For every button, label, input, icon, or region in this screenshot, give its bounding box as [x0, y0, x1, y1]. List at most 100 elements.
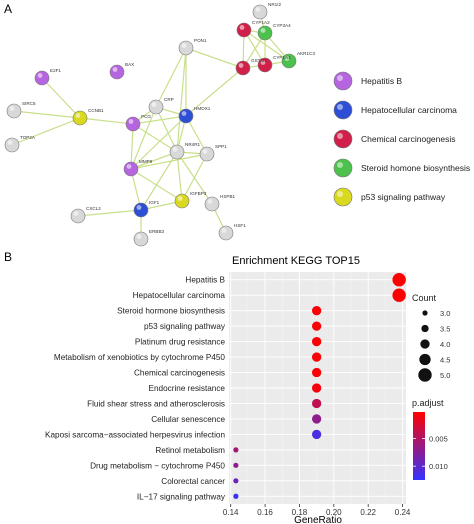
node-highlight — [75, 113, 81, 118]
point-hepatitis-b — [392, 273, 406, 287]
node-highlight — [128, 119, 134, 124]
node-highlight — [151, 102, 157, 107]
legend-swatch — [333, 158, 353, 178]
node-label: BAX — [125, 62, 134, 67]
node-circle — [4, 137, 20, 153]
x-tick-label: 0.24 — [395, 508, 411, 517]
color-legend-label: 0.005 — [429, 435, 448, 444]
legend-swatch-highlight — [337, 104, 343, 110]
y-tick-label: Retinol metabolism — [155, 446, 225, 455]
node-sirc5: SIRC5 — [6, 101, 36, 119]
edge-cyp1a2-akr1c3 — [243, 29, 290, 62]
node-gstm1: GSTM1 — [235, 58, 267, 76]
edge-nr4r1-mmp9 — [130, 151, 178, 170]
y-tick-label: Hepatitis B — [185, 276, 225, 285]
point-kaposi-sarcoma-associated-herpesvirus-infection — [311, 429, 322, 440]
size-legend-label: 3.0 — [440, 309, 450, 318]
y-tick-label: Endocrine resistance — [149, 384, 226, 393]
node-hmox1: HMOX1 — [178, 106, 211, 124]
y-tick-label: Steroid hormone biosynthesis — [117, 307, 225, 316]
point-platinum-drug-resistance — [311, 336, 322, 347]
panel-label-b: B — [4, 250, 12, 264]
node-nr4r1: NR4R1 — [169, 142, 201, 160]
node-label: HSF1 — [234, 223, 246, 228]
point-metabolism-of-xenobiotics-by-cytochrome-p450 — [311, 352, 322, 362]
node-label: MMP9 — [139, 159, 153, 164]
legend-swatch — [333, 71, 353, 91]
node-pon1: PON1 — [178, 38, 207, 56]
legend-item-p53: p53 signaling pathway — [333, 187, 446, 207]
node-label: ERBB3 — [149, 229, 165, 234]
legend-swatch — [333, 187, 353, 207]
node-mmp9: MMP9 — [123, 159, 153, 177]
size-legend-dot — [418, 368, 432, 382]
node-bax: BAX — [109, 62, 134, 80]
size-legend-title: Count — [412, 293, 437, 303]
size-legend-label: 5.0 — [440, 371, 450, 380]
point-steroid-hormone-biosynthesis — [311, 306, 322, 316]
node-circle — [133, 202, 149, 218]
node-highlight — [172, 147, 178, 152]
node-highlight — [9, 106, 15, 111]
node-ccnb1: CCNB1 — [72, 108, 104, 126]
size-legend-label: 4.0 — [440, 340, 450, 349]
size-legend-label: 4.5 — [440, 356, 450, 365]
legend-item-hcc: Hepatocellular carcinoma — [333, 100, 457, 120]
node-highlight — [136, 205, 142, 210]
node-crp: CRP — [148, 97, 174, 115]
legend-label: Chemical carcinogenesis — [361, 134, 456, 144]
edge-crp-nr4r1 — [155, 106, 178, 153]
legend-item-hepatitis: Hepatitis B — [333, 71, 402, 91]
node-cyp3a4: CYP3A4 — [257, 23, 291, 41]
node-highlight — [260, 28, 266, 33]
node-top2a: TOP2A — [4, 135, 36, 153]
legend-label: Hepatocellular carcinoma — [361, 105, 457, 115]
edge-gstm1-pon1 — [185, 47, 244, 69]
x-tick-label: 0.22 — [360, 508, 376, 517]
edge-mmp9-igfbp3 — [130, 168, 183, 202]
node-igf1: IGF1 — [133, 200, 160, 218]
node-highlight — [202, 149, 208, 154]
node-highlight — [73, 211, 79, 216]
node-highlight — [239, 25, 245, 30]
edge-ccnb1-sirc5 — [13, 110, 81, 119]
node-highlight — [207, 199, 213, 204]
size-legend-dot — [421, 324, 429, 333]
node-e2f1: E2F1 — [34, 68, 61, 86]
node-highlight — [7, 140, 13, 145]
node-circle — [235, 60, 251, 76]
node-highlight — [37, 73, 43, 78]
node-cyp1a2: CYP1A2 — [236, 20, 270, 38]
y-tick-label: Hepatocellular carcinoma — [133, 291, 226, 300]
node-circle — [133, 231, 149, 247]
size-legend-dot — [419, 353, 431, 366]
legend-label: Hepatitis B — [361, 76, 402, 86]
legend-item-chemical: Chemical carcinogenesis — [333, 129, 456, 149]
edge-hmox1-pcg — [132, 115, 187, 125]
node-cxcl2: CXCL2 — [70, 206, 101, 224]
edge-igf1-cxcl2 — [77, 209, 142, 217]
point-fluid-shear-stress-and-atherosclerosis — [311, 398, 322, 409]
size-legend-dot — [420, 339, 430, 349]
point-hepatocellular-carcinoma — [392, 288, 406, 302]
node-hsf1: HSF1 — [218, 223, 246, 241]
network-nodes: NR1I2CYP1A2CYP3A4AKR1C3CYP1A1GSTM1PON1BA… — [4, 2, 315, 247]
node-label: SPP1 — [215, 144, 227, 149]
node-circle — [257, 25, 273, 41]
edge-spp1-mmp9 — [130, 153, 208, 170]
legend-swatch-highlight — [337, 191, 343, 197]
node-circle — [178, 40, 194, 56]
legend-swatch-highlight — [337, 75, 343, 81]
node-label: HSPB1 — [220, 194, 236, 199]
edge-pcg-nr4r1 — [132, 123, 178, 153]
x-tick-label: 0.14 — [223, 508, 239, 517]
node-circle — [72, 110, 88, 126]
edge-ccnb1-top2a — [11, 117, 81, 146]
y-tick-label: Drug metabolism − cytochrome P450 — [90, 461, 225, 470]
point-chemical-carcinogenesis — [311, 367, 322, 378]
point-p53-signaling-pathway — [311, 321, 322, 331]
node-label: IGFBP3 — [190, 191, 207, 196]
node-hspb1: HSPB1 — [204, 194, 236, 212]
dot-plot: Enrichment KEGG TOP15 Hepatitis BHepatoc… — [45, 255, 450, 524]
